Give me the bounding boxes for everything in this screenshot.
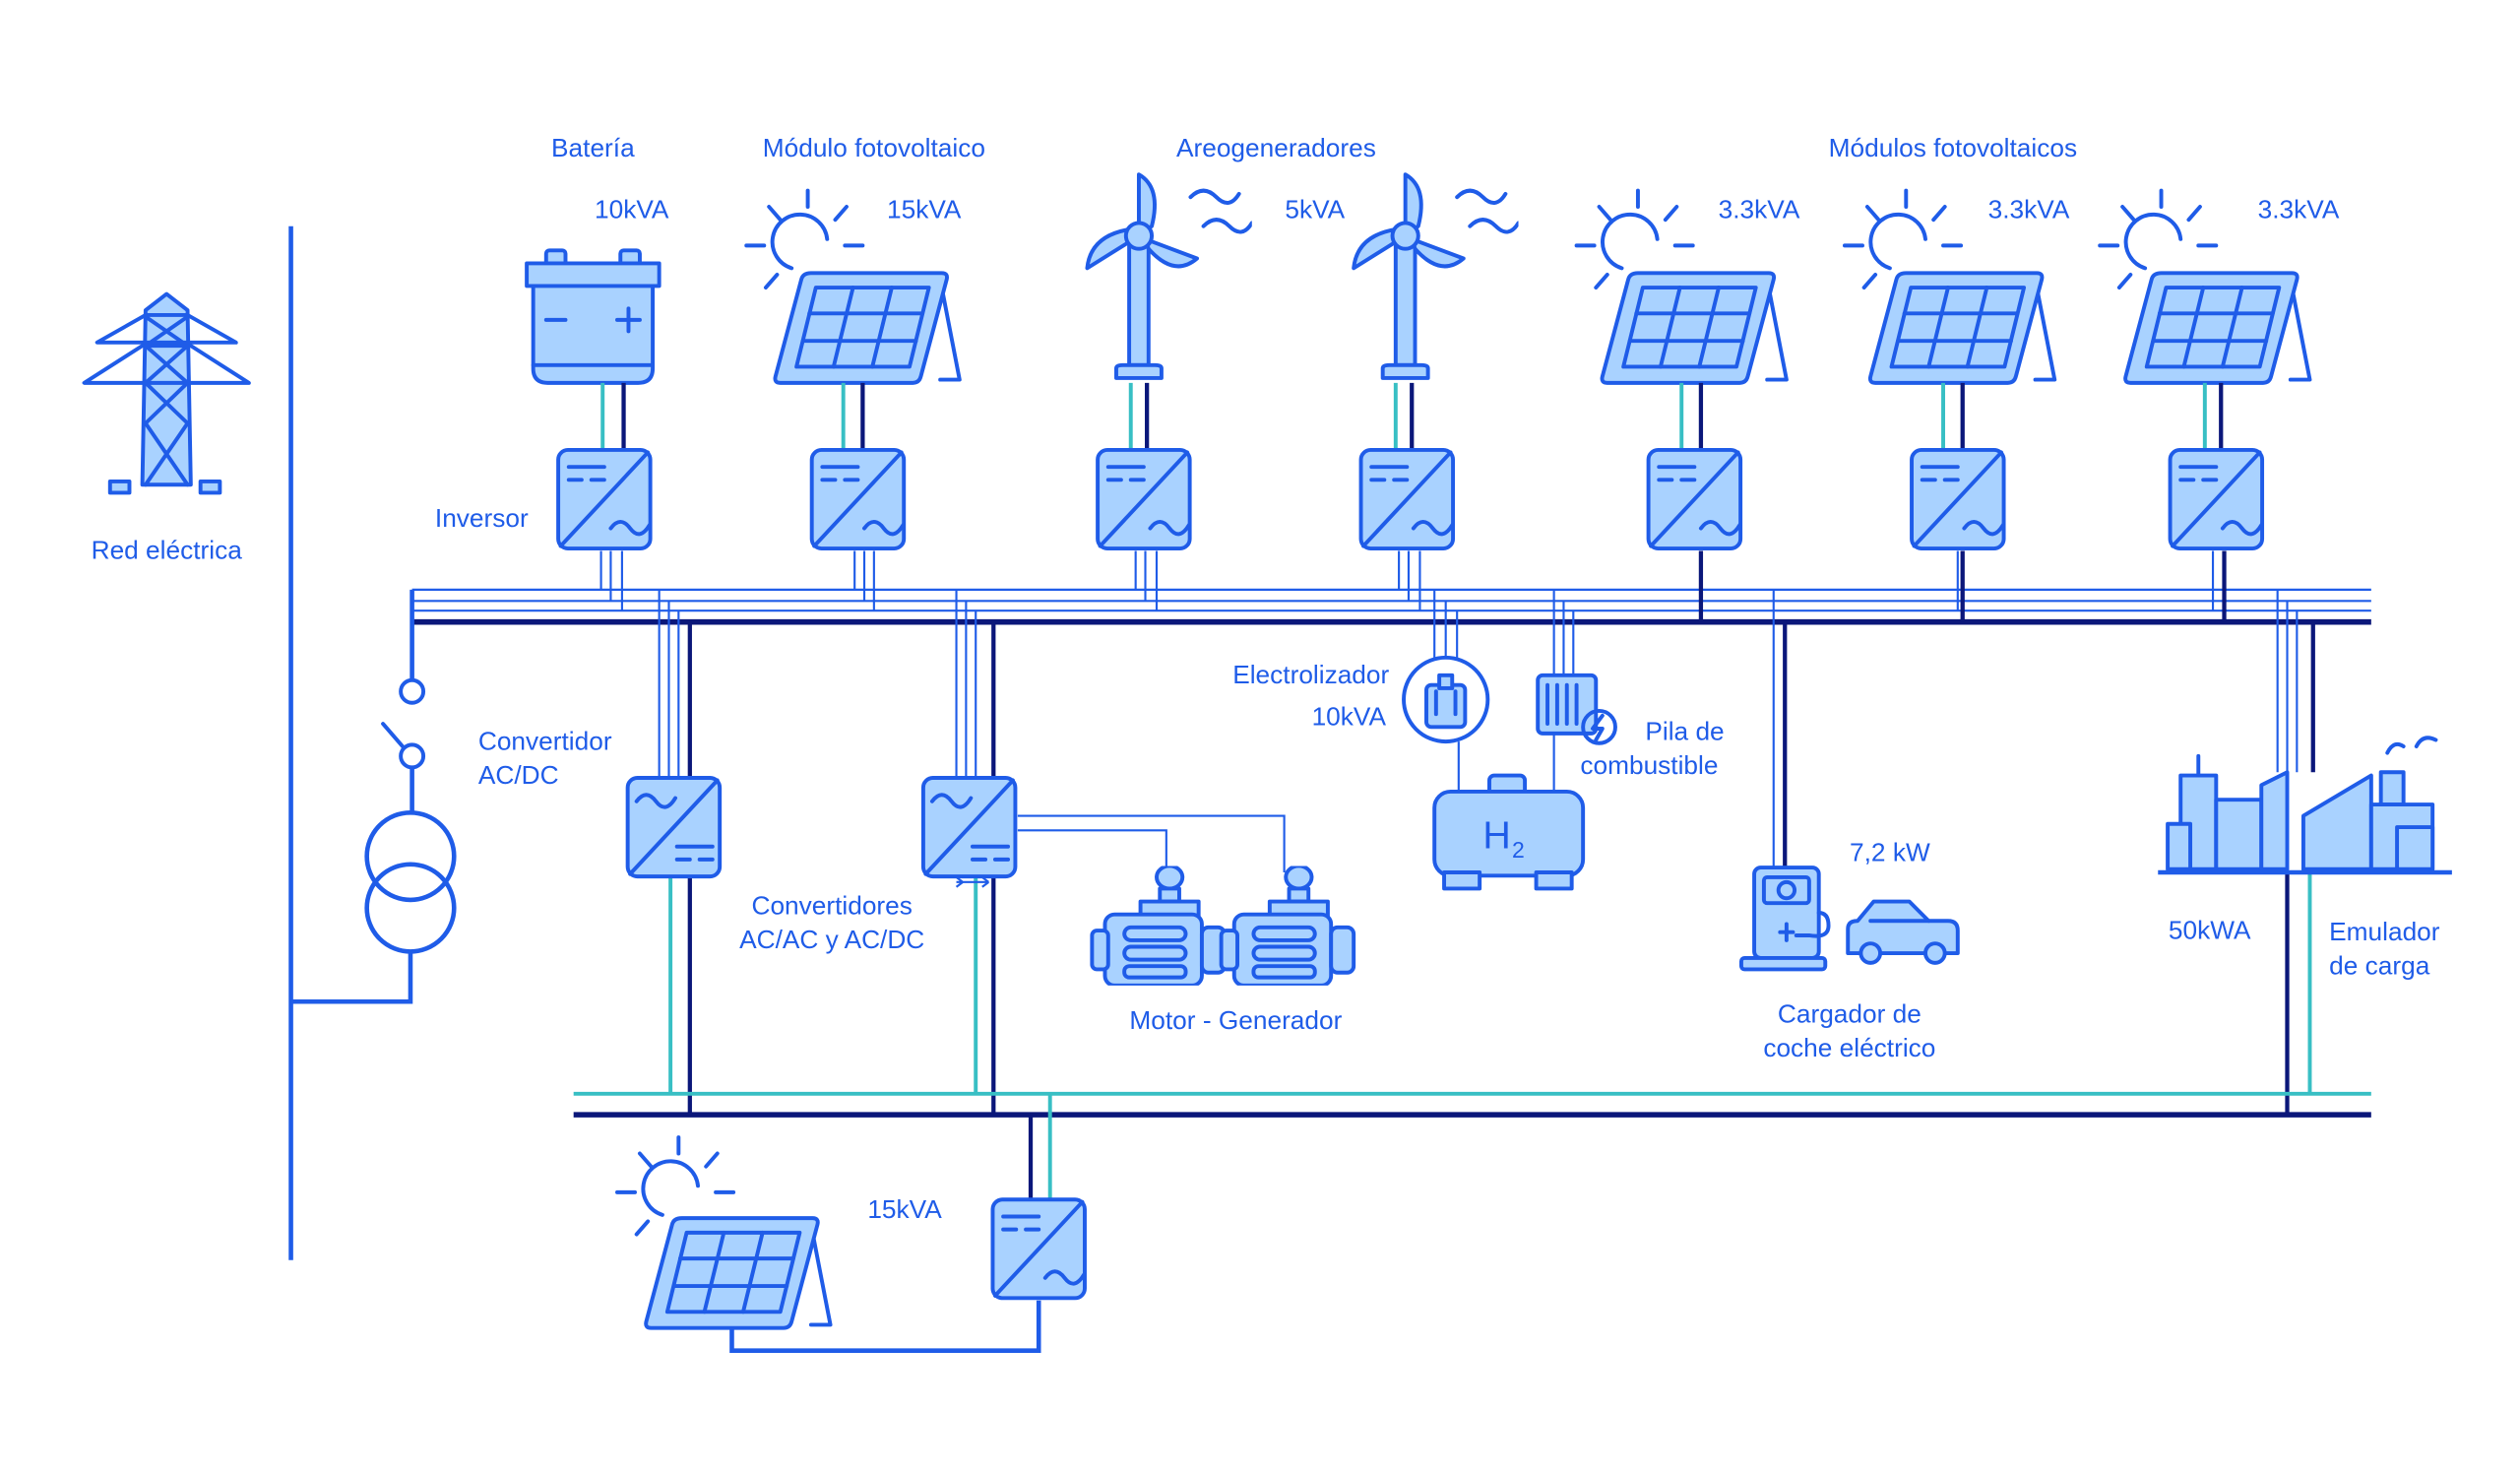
inverter-icon (556, 447, 653, 551)
inverter-icon (1910, 447, 2006, 551)
acdc-converter-icon (625, 776, 723, 879)
solar-panel-icon (644, 1216, 833, 1330)
fuel-cell-icon (1536, 673, 1617, 745)
wind-icon (1455, 188, 1519, 234)
city-buildings-icon (2158, 736, 2452, 875)
wind-icon (1188, 188, 1252, 234)
pv2-rating: 3.3kVA (1988, 195, 2070, 224)
electrolyzer-label: Electrolizador (1232, 660, 1389, 689)
solar-panel-icon (2123, 271, 2312, 385)
grid-label: Red eléctrica (92, 536, 243, 565)
wind-label: Areogeneradores (1176, 133, 1376, 162)
converters-label-line2: AC/AC y AC/DC (739, 925, 924, 954)
pv-module-label: Módulo fotovoltaico (763, 133, 985, 162)
wind-turbine-icon (1085, 172, 1199, 380)
electrolyzer-rating: 10kVA (1312, 702, 1387, 732)
fuel-cell-label-line2: combustible (1580, 750, 1718, 780)
h2-text: H (1482, 813, 1510, 857)
motor-generator-label: Motor - Generador (1129, 1005, 1342, 1035)
solar-panel-icon (1600, 271, 1789, 385)
h2-subscript: 2 (1512, 837, 1525, 863)
car-icon (1846, 899, 1960, 965)
electrolyzer-icon (1402, 655, 1490, 744)
wind-rating: 5kVA (1285, 195, 1345, 224)
inverter-icon (1358, 447, 1456, 551)
solar-panel-icon (1867, 271, 2057, 385)
pv-modules-label: Módulos fotovoltaicos (1829, 133, 2077, 162)
inverter-icon (1646, 447, 1743, 551)
bottom-pv-rating: 15kVA (867, 1194, 942, 1224)
ac-bus (411, 550, 2371, 612)
wind-turbine-icon (1352, 172, 1466, 380)
fuel-cell-label-line1: Pila de (1645, 716, 1724, 745)
battery-label: Batería (551, 133, 635, 162)
ev-charger-icon (1738, 866, 1831, 972)
converters-label-line1: Convertidores (751, 891, 912, 921)
inverter-icon (1096, 447, 1192, 551)
power-tower-icon (78, 291, 249, 495)
battery-rating: 10kVA (595, 195, 669, 224)
transformer-icon (290, 589, 457, 1004)
pv3-rating: 3.3kVA (2258, 195, 2340, 224)
generator-icon (1219, 866, 1356, 986)
acac-converter-icon (920, 776, 1018, 879)
inverter-icon (2168, 447, 2265, 551)
acdc-label-line2: AC/DC (478, 760, 559, 790)
inverter-label: Inversor (435, 503, 529, 533)
hydrogen-tank-icon: H 2 (1432, 773, 1586, 891)
inverter-icon (809, 447, 907, 551)
load-label-line1: Emulador (2329, 917, 2440, 946)
solar-panel-icon (773, 271, 962, 385)
dc-dc-converter-icon (990, 1197, 1087, 1301)
ev-label-line1: Cargador de (1778, 999, 1922, 1029)
ev-rating: 7,2 kW (1850, 838, 1930, 867)
load-rating: 50kWA (2169, 915, 2251, 944)
pv-module-rating: 15kVA (887, 195, 962, 224)
acdc-label-line1: Convertidor (478, 726, 612, 755)
battery-icon (525, 248, 662, 385)
ev-label-line2: coche eléctrico (1763, 1033, 1935, 1062)
pv1-rating: 3.3kVA (1719, 195, 1800, 224)
dc-bus-links (1698, 550, 2227, 622)
load-label-line2: de carga (2329, 950, 2430, 980)
motor-icon (1090, 866, 1227, 986)
dc-links (600, 382, 2224, 451)
